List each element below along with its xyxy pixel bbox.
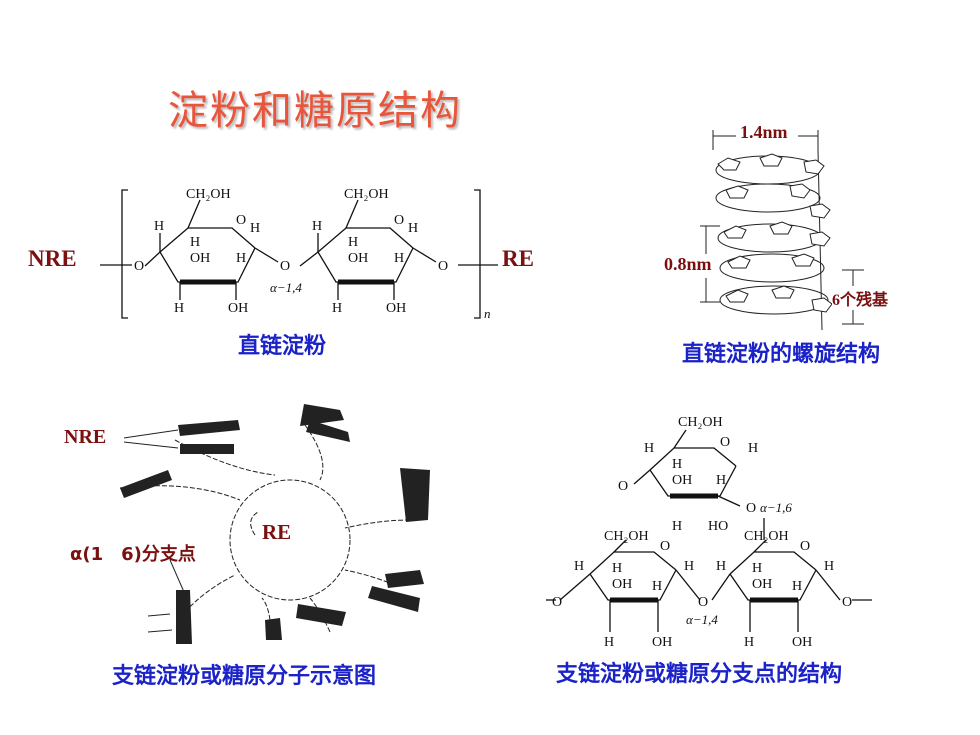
h-label: H: [748, 441, 758, 456]
ch2oh-label-5: CH₂OH: [744, 529, 789, 544]
h-label: H: [190, 235, 200, 250]
ch2oh-label-3: CH₂OH: [678, 415, 723, 430]
h-label: H: [716, 559, 726, 574]
ring-oxygen-4: O: [660, 539, 670, 554]
re-label-bottom: RE: [262, 520, 292, 544]
ch2oh-label-4: CH₂OH: [604, 529, 649, 544]
helix-width-label: 0.8nm: [664, 254, 712, 275]
ch2oh-label-1: CH₂OH: [186, 187, 231, 202]
h-label: H: [394, 251, 404, 266]
h-label: H: [652, 579, 662, 594]
h-label: H: [250, 221, 260, 236]
h-label: H: [612, 561, 622, 576]
ring-oxygen-1: O: [236, 213, 246, 228]
h-label: H: [824, 559, 834, 574]
h-label: H: [744, 635, 754, 650]
h-label: H: [236, 251, 246, 266]
link-oxygen: O: [842, 595, 852, 610]
oh-label: OH: [652, 635, 672, 650]
bond-label-alpha16: α−1,6: [760, 500, 792, 515]
h-label: H: [604, 635, 614, 650]
repeat-subscript: n: [484, 306, 491, 321]
oh-label: OH: [612, 577, 632, 592]
oh-label: OH: [228, 301, 248, 316]
ring-oxygen-2: O: [394, 213, 404, 228]
h-label: H: [574, 559, 584, 574]
h-label: H: [154, 219, 164, 234]
nre-label-top: NRE: [28, 246, 77, 271]
oh-label: OH: [752, 577, 772, 592]
h-label: H: [752, 561, 762, 576]
ho-label: HO: [708, 519, 728, 534]
h-label: H: [716, 473, 726, 488]
h-label: H: [174, 301, 184, 316]
oh-label: OH: [792, 635, 812, 650]
caption-amylopectin-diagram: 支链淀粉或糖原分子示意图: [112, 664, 377, 689]
h-label: H: [672, 457, 682, 472]
h-label: H: [348, 235, 358, 250]
h-label: H: [672, 519, 682, 534]
link-oxygen-16: O: [746, 501, 756, 516]
bond-label-alpha14-branch: α−1,4: [686, 612, 718, 627]
branch-point-label: α(1 6)分支点: [70, 544, 196, 565]
re-label-top: RE: [502, 246, 534, 271]
bond-label-alpha14: α−1,4: [270, 280, 302, 295]
residues-per-turn-label: 6个残基: [832, 286, 889, 310]
oh-label: OH: [386, 301, 406, 316]
h-label: H: [684, 559, 694, 574]
h-label: H: [312, 219, 322, 234]
link-oxygen-left: O: [134, 259, 144, 274]
ring-oxygen-5: O: [800, 539, 810, 554]
page-title: 淀粉和糖原结构: [168, 88, 462, 134]
link-oxygen-right: O: [438, 259, 448, 274]
ring-oxygen-3: O: [720, 435, 730, 450]
oh-label: OH: [190, 251, 210, 266]
ch2oh-label-2: CH₂OH: [344, 187, 389, 202]
caption-helix: 直链淀粉的螺旋结构: [682, 342, 881, 367]
link-oxygen-14: O: [698, 595, 708, 610]
oh-label: OH: [672, 473, 692, 488]
h-label: H: [792, 579, 802, 594]
helix-pitch-label: 1.4nm: [738, 122, 790, 143]
nre-label-bottom: NRE: [64, 426, 107, 448]
h-label: H: [644, 441, 654, 456]
link-oxygen: O: [618, 479, 628, 494]
h-label: H: [332, 301, 342, 316]
caption-branch-structure: 支链淀粉或糖原分支点的结构: [556, 662, 843, 687]
h-label: H: [408, 221, 418, 236]
link-oxygen-middle: O: [280, 259, 290, 274]
caption-amylose: 直链淀粉: [238, 334, 327, 359]
oh-label: OH: [348, 251, 368, 266]
link-oxygen: O: [552, 595, 562, 610]
